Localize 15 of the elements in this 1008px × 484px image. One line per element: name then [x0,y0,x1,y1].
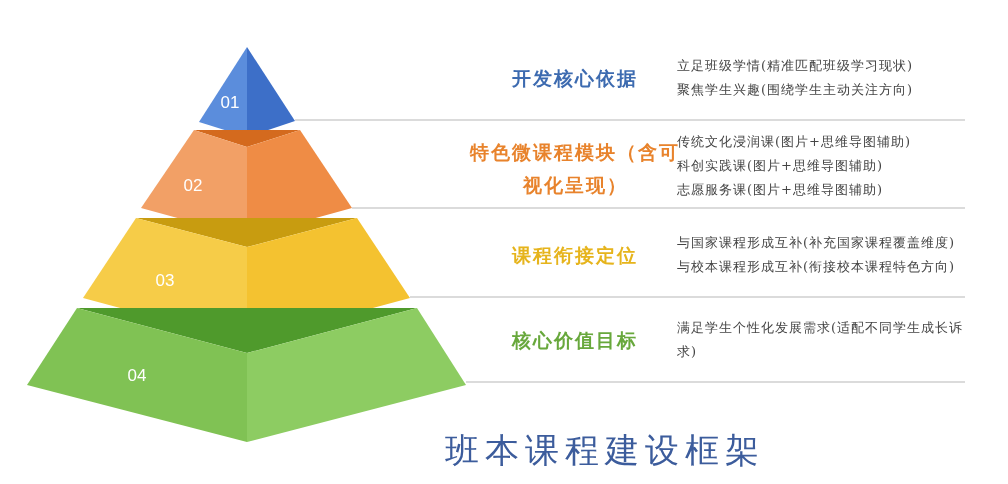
diagram-title: 班本课程建设框架 [445,429,765,472]
description-text: 聚焦学生兴趣(围绕学生主动关注方向) [677,81,914,99]
tier-number: 02 [183,176,203,196]
description-text: 科创实践课(图片+思维导图辅助) [677,158,884,175]
description-text: 立足班级学情(精准匹配班级学习现状) [677,57,914,75]
description-text: 满足学生个性化发展需求(适配不同学生成长诉求) [677,319,965,361]
row-heading: 课程衔接定位 [510,243,639,268]
description-text: 与国家课程形成互补(补充国家课程覆盖维度) [677,234,956,252]
tier-number: 04 [127,366,147,386]
tier-number: 01 [220,93,240,113]
row-heading: 开发核心依据 [511,66,639,91]
description-text: 与校本课程形成互补(衔接校本课程特色方向) [677,258,956,276]
row-heading: 核心价值目标 [510,328,639,353]
tier-number: 03 [155,271,175,291]
description-text: 志愿服务课(图片+思维导图辅助) [677,181,884,199]
